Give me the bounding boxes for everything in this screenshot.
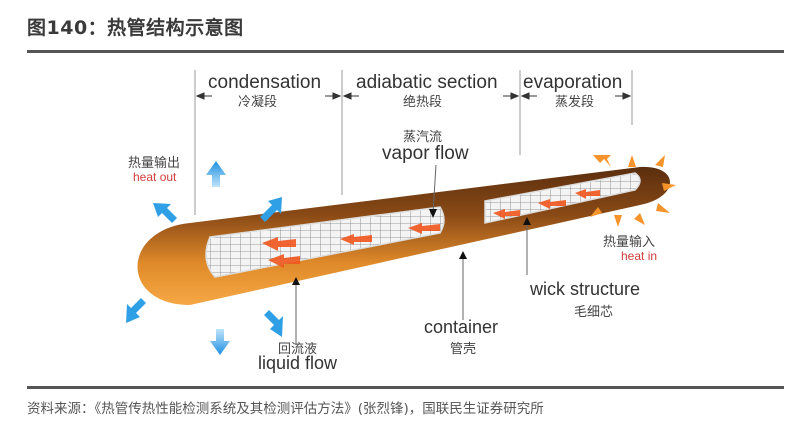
heat-pipe-diagram: condensation 冷凝段 adiabatic section 绝热段 e… — [0, 55, 804, 385]
section-adiabatic-zh: 绝热段 — [403, 95, 443, 110]
heat-in-arrows — [590, 155, 676, 227]
heat-in-arrow — [593, 155, 611, 167]
page-title: 图140：热管结构示意图 — [27, 17, 244, 39]
heat-out-arrow-downright — [264, 310, 283, 337]
section-condensation-en: condensation — [208, 72, 322, 93]
section-evaporation-zh: 蒸发段 — [555, 95, 595, 110]
heat-out-arrow-down — [210, 329, 230, 355]
heat-pipe-illustration — [126, 70, 676, 355]
heat-in-en: heat in — [621, 249, 658, 263]
heat-out-zh: 热量输出 — [128, 156, 181, 171]
flow-arrow — [538, 199, 566, 209]
section-adiabatic-en: adiabatic section — [356, 72, 498, 93]
flow-arrow — [493, 209, 520, 219]
container-en: container — [424, 317, 499, 337]
section-markers — [194, 70, 633, 215]
wick-structure-zh: 毛细芯 — [574, 305, 614, 320]
heat-in-arrow — [628, 155, 636, 167]
heat-out-arrows — [126, 161, 283, 355]
flow-arrow — [575, 189, 600, 199]
container-zh: 管壳 — [450, 342, 477, 357]
heat-in-arrow — [590, 207, 602, 217]
heat-in-arrow — [614, 215, 622, 227]
heat-out-arrow-upright — [260, 197, 282, 222]
source-divider — [27, 386, 784, 389]
vapor-flow-zh: 蒸汽流 — [403, 130, 443, 145]
wick-evaporation — [484, 172, 641, 224]
heat-in-arrow — [655, 155, 665, 167]
liquid-pointer-arrowhead — [292, 277, 300, 285]
vapor-pointer-arrowhead — [429, 209, 437, 218]
liquid-flow-zh: 回流液 — [278, 342, 318, 357]
vapor-flow-en: vapor flow — [382, 143, 469, 164]
vapor-flow-arrows — [262, 189, 600, 268]
heat-out-arrow-downleft — [126, 298, 146, 323]
heat-in-arrow — [634, 213, 645, 225]
title-divider — [27, 50, 784, 53]
section-condensation-zh: 冷凝段 — [238, 95, 278, 110]
wick-pointer-arrowhead — [523, 217, 531, 225]
flow-arrow — [340, 234, 372, 245]
heat-out-en: heat out — [133, 170, 177, 184]
heat-in-arrow — [662, 183, 676, 191]
heat-out-arrow-up — [206, 161, 226, 187]
source-note: 资料来源：《热管传热性能检测系统及其检测评估方法》(张烈锋)，国联民生证券研究所 — [27, 401, 544, 417]
flow-arrow — [262, 237, 296, 251]
vapor-flow-pointer — [432, 164, 437, 214]
label-pointers — [295, 164, 528, 345]
heat-out-arrow-upleft — [153, 203, 177, 223]
wick-structure-en: wick structure — [530, 279, 641, 299]
liquid-flow-en: liquid flow — [258, 353, 338, 373]
heat-in-arrow — [656, 203, 670, 213]
section-evaporation-en: evaporation — [523, 72, 623, 93]
flow-arrow — [268, 254, 300, 268]
container-pointer-arrowhead — [459, 251, 467, 259]
heat-in-zh: 热量输入 — [603, 235, 656, 250]
flow-arrow — [408, 223, 440, 234]
wick-condensation — [205, 206, 445, 278]
section-arrows — [195, 92, 632, 100]
